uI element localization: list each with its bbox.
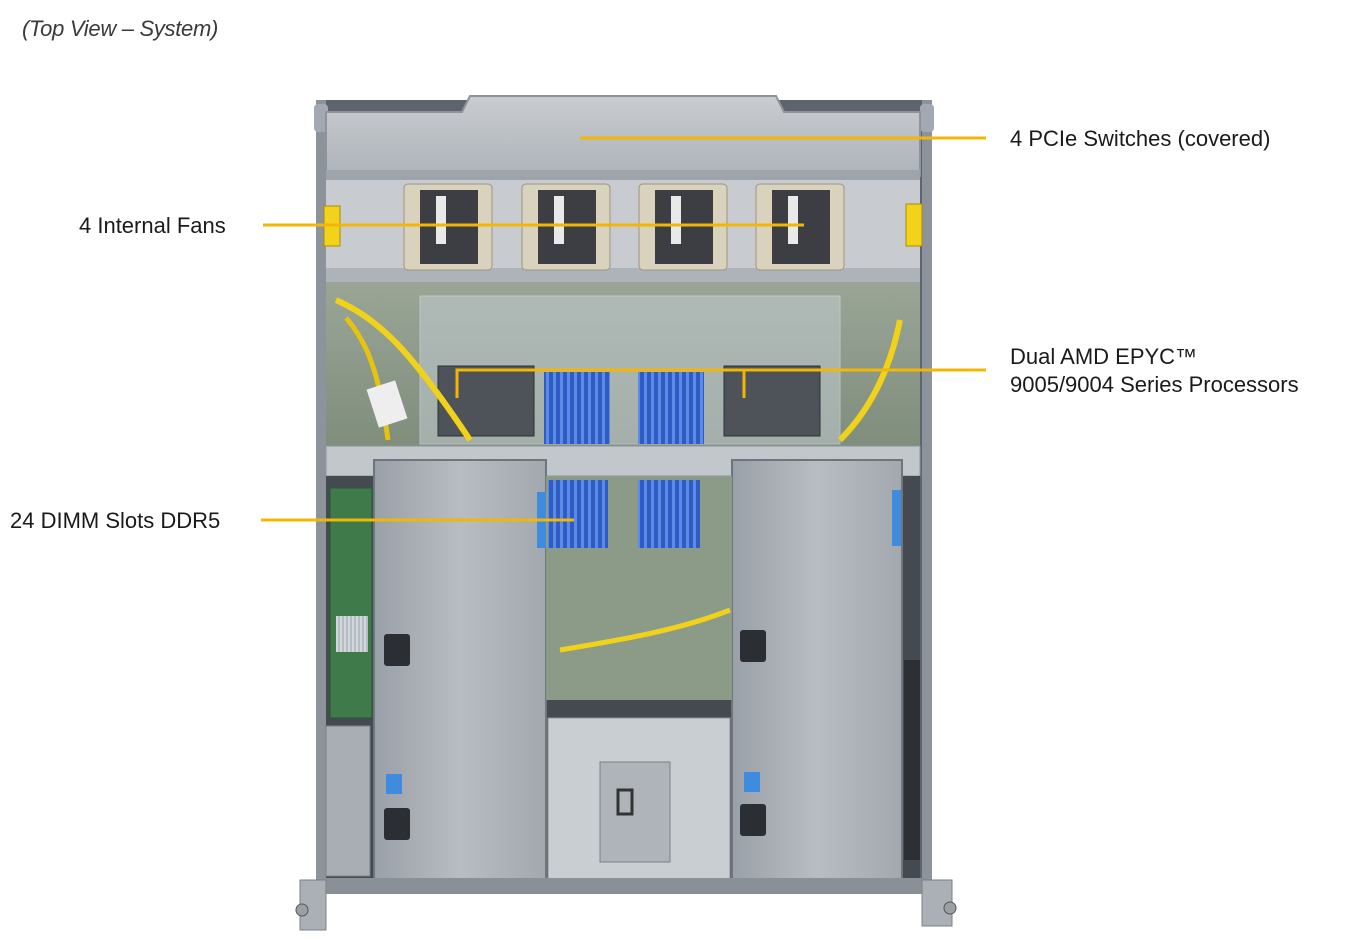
callout-label-processors-line2: 9005/9004 Series Processors: [1010, 372, 1299, 397]
fan-2: [521, 183, 611, 271]
center-latch-handle: [616, 788, 634, 816]
bracket-cutout: [740, 804, 766, 836]
cpu-2-socket: [723, 365, 821, 437]
fan-bay-rail: [326, 268, 920, 282]
dimm-bank-upper-right: [638, 372, 704, 444]
connector-label: [366, 380, 408, 428]
front-panel: [322, 878, 928, 894]
fan-4: [755, 183, 845, 271]
dimm-bank-lower-left: [548, 480, 608, 548]
blue-tab: [386, 774, 402, 794]
cable-center: [559, 607, 731, 653]
right-side-cable: [904, 660, 920, 860]
right-ear-top: [920, 104, 934, 132]
thumbscrew: [943, 901, 957, 915]
fan-1: [403, 183, 493, 271]
bracket-cutout: [384, 808, 410, 840]
riser-heatsink: [336, 616, 368, 652]
callout-label-dimm-slots: 24 DIMM Slots DDR5: [10, 508, 221, 533]
dimm-bank-upper-left: [544, 372, 610, 444]
chassis-right-rail: [922, 100, 932, 890]
thumbscrew: [295, 903, 309, 917]
fan-3: [638, 183, 728, 271]
chassis-left-rail: [316, 100, 326, 890]
bracket-cutout: [740, 630, 766, 662]
left-ear-top: [314, 104, 328, 132]
dimm-bank-lower-right: [638, 480, 700, 548]
callout-label-internal-fans: 4 Internal Fans: [79, 213, 226, 238]
cpu-1-socket: [437, 365, 535, 437]
io-bracket-left: [325, 725, 371, 877]
chassis-bottom: [295, 878, 957, 931]
cable-bundle-left: [334, 297, 473, 442]
fan-bay: [323, 180, 923, 282]
pcie-cover-bottom-lip: [326, 170, 920, 180]
callout-label-processors: Dual AMD EPYC™ 9005/9004 Series Processo…: [1010, 343, 1299, 399]
warning-sticker-icon: [905, 203, 923, 247]
callout-line-cpu: [455, 368, 986, 398]
pcie-switch-cover: [325, 95, 921, 180]
riser-card-left: [329, 487, 373, 719]
callout-label-pcie-switches: 4 PCIe Switches (covered): [1010, 126, 1271, 151]
lower-section: [325, 459, 920, 881]
bracket-cutout: [384, 634, 410, 666]
callout-label-processors-line1: Dual AMD EPYC™: [1010, 344, 1198, 369]
callout-lines: [261, 136, 986, 522]
caption: (Top View – System): [22, 16, 219, 41]
blue-tab: [892, 490, 901, 546]
center-latch: [599, 761, 671, 863]
cable-bundle-right: [837, 319, 903, 443]
mainboard-area: [326, 282, 920, 448]
blue-tab: [744, 772, 760, 792]
